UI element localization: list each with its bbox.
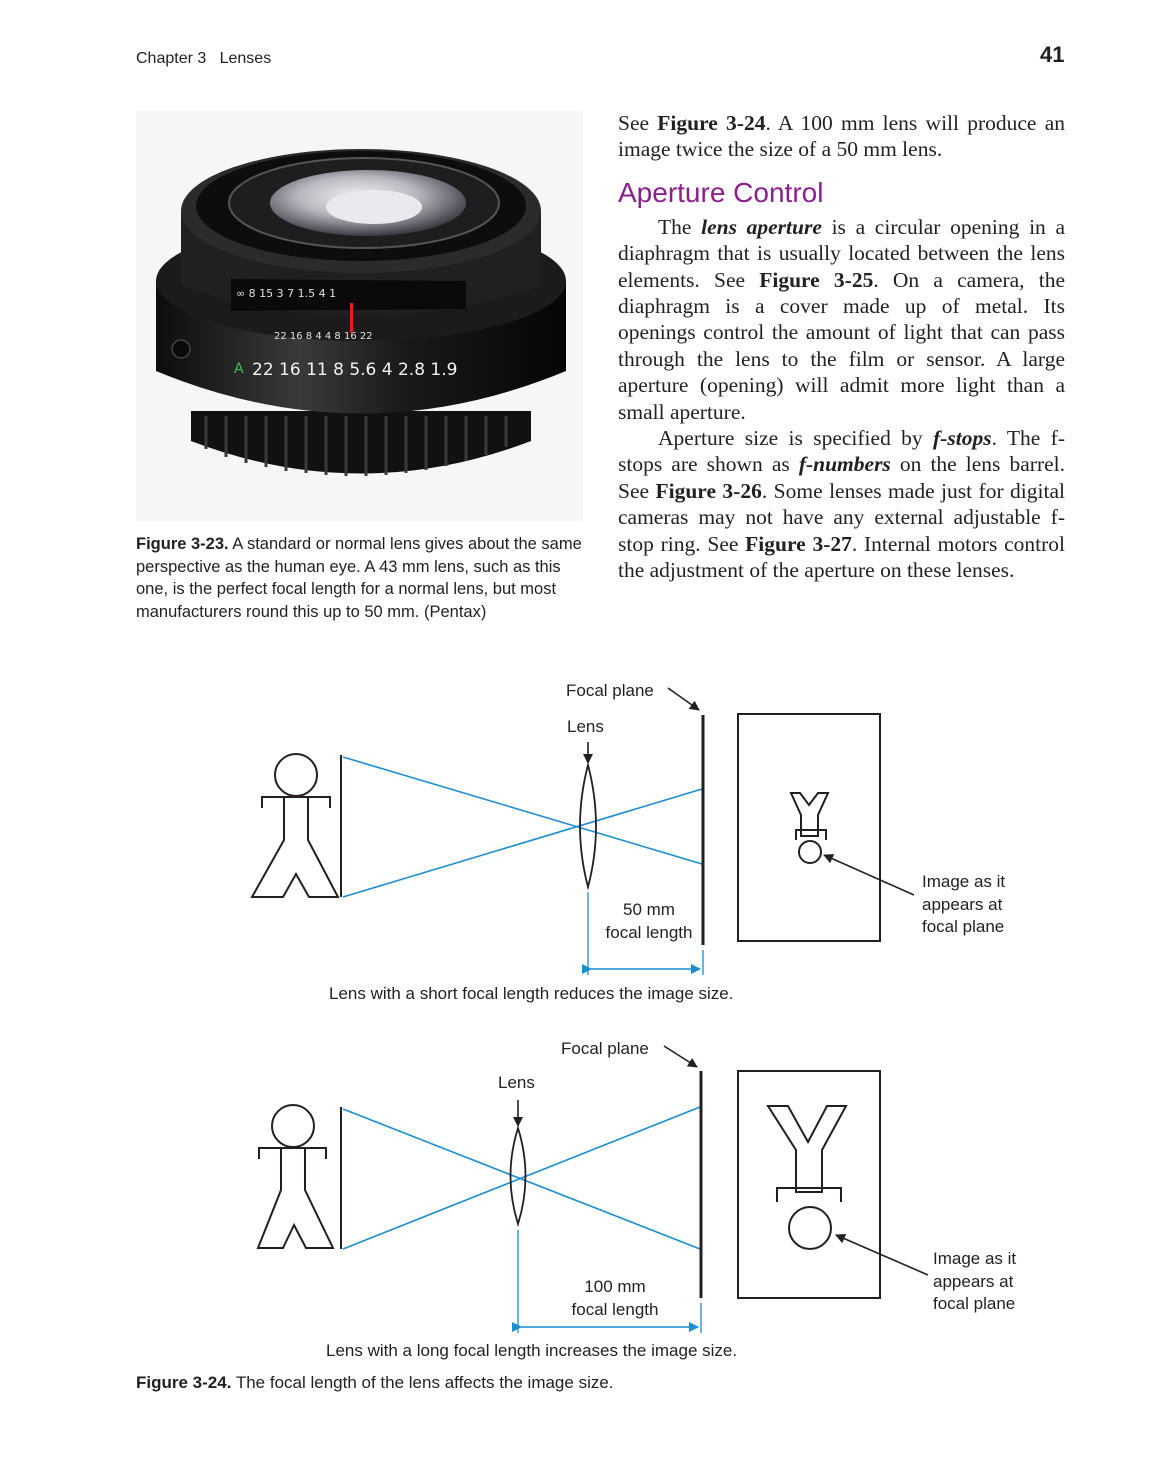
key-term: f-numbers xyxy=(798,452,891,477)
lens-photo: ∞ 8 15 3 7 1.5 4 1 22 16 8 4 4 8 16 22 A… xyxy=(136,111,583,521)
lens-label: Lens xyxy=(498,1073,535,1092)
auto-aperture-mark: A xyxy=(234,361,244,377)
focal-plane-label: Focal plane xyxy=(566,681,654,700)
long-focal-length-panel xyxy=(256,1045,929,1333)
distance-scale-text: ∞ 8 15 3 7 1.5 4 1 xyxy=(236,287,336,300)
figure-3-24-caption-text: The focal length of the lens affects the… xyxy=(231,1373,614,1392)
figure-ref: Figure 3-27 xyxy=(745,531,852,556)
focal-plane-label: Focal plane xyxy=(561,1039,649,1058)
figure-3-24-label: Figure 3-24. xyxy=(136,1373,232,1392)
figure-3-23-caption: Figure 3-23. A standard or normal lens g… xyxy=(136,533,584,623)
body-paragraph-1: See Figure 3-24. A 100 mm lens will prod… xyxy=(618,111,1066,162)
figure-3-23-label: Figure 3-23. xyxy=(136,535,229,553)
page-number: 41 xyxy=(1040,42,1065,67)
focal-plane-image-frame xyxy=(737,713,881,942)
figure-3-23-caption-text: A standard or normal lens gives about th… xyxy=(136,535,582,621)
image-note-label: Image as it appears at focal plane xyxy=(933,1249,1017,1313)
section-heading: Aperture Control xyxy=(618,176,824,208)
image-note-label: Image as it appears at focal plane xyxy=(922,872,1006,936)
stick-figure-subject xyxy=(250,753,340,898)
body-paragraph-2: The lens aperture is a circular opening … xyxy=(618,214,1066,424)
lens-shape xyxy=(509,1124,527,1228)
short-focal-length-panel xyxy=(250,687,915,975)
lens-label: Lens xyxy=(567,717,604,736)
light-rays xyxy=(342,756,703,898)
dof-scale-text: 22 16 8 4 4 8 16 22 xyxy=(274,331,373,342)
focal-length-label: 100 mm focal length xyxy=(571,1277,659,1319)
stick-figure-subject xyxy=(256,1104,335,1249)
inverted-image-figure xyxy=(766,1105,848,1250)
key-term: lens aperture xyxy=(701,214,822,239)
focal-length-label: 50 mm focal length xyxy=(605,900,693,942)
body-text-column: See Figure 3-24. A 100 mm lens will prod… xyxy=(618,110,1065,584)
figure-3-24-caption: Figure 3-24. The focal length of the len… xyxy=(136,1372,614,1395)
body-paragraph-3: Aperture size is specified by f-stops. T… xyxy=(618,426,1065,583)
aperture-ring-text: 22 16 11 8 5.6 4 2.8 1.9 xyxy=(252,360,457,380)
figure-ref: Figure 3-25 xyxy=(759,267,874,292)
figure-ref: Figure 3-24 xyxy=(657,111,766,135)
key-term: f-stops xyxy=(933,426,992,451)
figure-ref: Figure 3-26 xyxy=(655,478,762,503)
light-rays xyxy=(342,1106,701,1250)
running-head: Chapter 3 Lenses xyxy=(136,50,272,67)
long-focal-subcaption: Lens with a long focal length increases … xyxy=(326,1341,738,1360)
short-focal-subcaption: Lens with a short focal length reduces t… xyxy=(329,984,734,1003)
lens-shape xyxy=(579,761,597,891)
focal-plane-image-frame xyxy=(737,1070,881,1299)
inverted-image-figure xyxy=(789,792,830,864)
